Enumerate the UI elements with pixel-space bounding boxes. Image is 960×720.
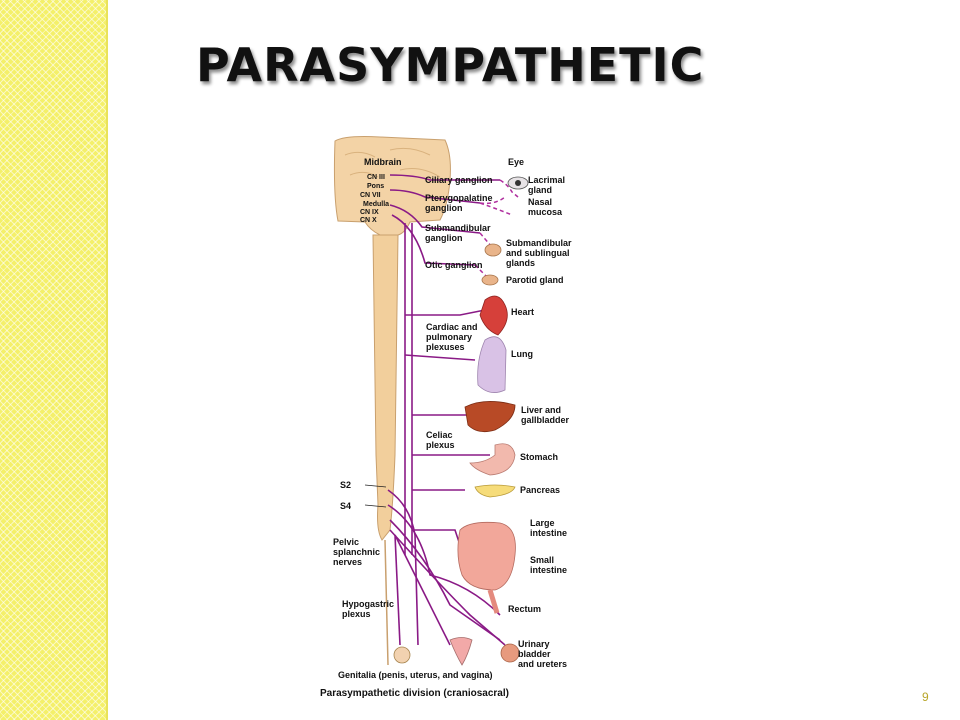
submandibular-gland-illustration bbox=[484, 243, 502, 257]
label-submandibular-ganglion: Submandibular bbox=[425, 223, 491, 233]
sacral-outflow bbox=[394, 534, 451, 646]
label-pterygopalatine-2: ganglion bbox=[425, 203, 463, 213]
sacral-outflow bbox=[387, 504, 501, 616]
label-cn9: CN IX bbox=[360, 209, 379, 216]
lung-illustration bbox=[477, 336, 507, 393]
side-decoration-band bbox=[0, 0, 106, 720]
label-cn10: CN X bbox=[360, 217, 377, 224]
label-pelvic-3: nerves bbox=[333, 557, 362, 567]
rectum-illustration bbox=[487, 589, 500, 614]
label-lung: Lung bbox=[511, 349, 533, 359]
label-hypogastric-2: plexus bbox=[342, 609, 371, 619]
label-celiac: Celiac bbox=[426, 430, 453, 440]
label-s4: S4 bbox=[340, 501, 351, 511]
sacral-outflow bbox=[387, 489, 419, 646]
uterus-illustration bbox=[449, 637, 473, 666]
label-lacrimal: Lacrimal bbox=[528, 175, 565, 185]
label-nasal-2: mucosa bbox=[528, 207, 563, 217]
label-ciliary-ganglion: Ciliary ganglion bbox=[425, 175, 493, 185]
label-large-intestine-2: intestine bbox=[530, 528, 567, 538]
label-s2: S2 bbox=[340, 480, 351, 490]
cranial-nerve-path bbox=[389, 189, 481, 204]
label-parotid-gland: Parotid gland bbox=[506, 275, 564, 285]
label-submandibular-glands-3: glands bbox=[506, 258, 535, 268]
label-otic-ganglion: Otic ganglion bbox=[425, 260, 483, 270]
postganglionic-path bbox=[499, 179, 519, 198]
spinal-tail bbox=[384, 539, 389, 666]
urinary-bladder-illustration bbox=[500, 643, 520, 663]
label-pancreas: Pancreas bbox=[520, 485, 560, 495]
pupil-illustration bbox=[515, 180, 521, 186]
slide-title: PARASYMPATHETIC bbox=[196, 38, 705, 92]
male-genitalia-illustration bbox=[393, 646, 411, 664]
label-pelvic-2: splanchnic bbox=[333, 547, 380, 557]
cranial-nerve-path bbox=[389, 204, 481, 234]
label-pons: Pons bbox=[367, 183, 384, 190]
liver-illustration bbox=[464, 401, 516, 433]
label-large-intestine: Large bbox=[530, 518, 555, 528]
sacral-outflow bbox=[394, 534, 401, 646]
label-small-intestine: Small bbox=[530, 555, 554, 565]
label-celiac-2: plexus bbox=[426, 440, 455, 450]
pancreas-illustration bbox=[474, 484, 516, 498]
brain-illustration bbox=[333, 136, 451, 236]
label-medulla: Medulla bbox=[363, 201, 389, 208]
label-small-intestine-2: intestine bbox=[530, 565, 567, 575]
label-genitalia: Genitalia (penis, uterus, and vagina) bbox=[338, 670, 493, 680]
label-urinary-2: bladder bbox=[518, 649, 551, 659]
label-cn7: CN VII bbox=[360, 192, 381, 199]
cranial-nerve-path bbox=[391, 214, 476, 266]
sacral-outflow bbox=[389, 519, 501, 641]
label-midbrain: Midbrain bbox=[364, 157, 402, 167]
label-submandibular-glands: Submandibular bbox=[506, 238, 572, 248]
stomach-illustration bbox=[469, 443, 516, 476]
label-hypogastric: Hypogastric bbox=[342, 599, 394, 609]
heart-illustration bbox=[479, 295, 508, 336]
label-liver-2: gallbladder bbox=[521, 415, 570, 425]
postganglionic-path bbox=[479, 196, 513, 216]
label-lacrimal-2: gland bbox=[528, 185, 552, 195]
label-urinary-3: and ureters bbox=[518, 659, 567, 669]
label-cardiac-3: plexuses bbox=[426, 342, 465, 352]
brain-folds bbox=[344, 147, 441, 178]
sacral-outflow bbox=[389, 529, 506, 646]
label-pelvic: Pelvic bbox=[333, 537, 359, 547]
vagus-branch bbox=[404, 354, 476, 361]
leader-line bbox=[364, 484, 387, 488]
label-pterygopalatine: Pterygopalatine bbox=[425, 193, 493, 203]
label-heart: Heart bbox=[511, 307, 534, 317]
leader-line bbox=[364, 504, 387, 508]
label-submandibular-ganglion-2: ganglion bbox=[425, 233, 463, 243]
intestine-illustration bbox=[457, 521, 516, 591]
label-urinary: Urinary bbox=[518, 639, 550, 649]
vagus-branch bbox=[405, 309, 486, 316]
label-cn3: CN III bbox=[367, 174, 385, 181]
label-cardiac: Cardiac and bbox=[426, 322, 478, 332]
cranial-nerve-path bbox=[389, 174, 500, 181]
label-stomach: Stomach bbox=[520, 452, 558, 462]
label-liver: Liver and bbox=[521, 405, 561, 415]
parotid-gland-illustration bbox=[481, 274, 499, 286]
label-rectum: Rectum bbox=[508, 604, 541, 614]
parasympathetic-diagram: Midbrain CN III Pons CN VII Medulla CN I… bbox=[320, 136, 572, 699]
page-number: 9 bbox=[922, 690, 929, 704]
label-cardiac-2: pulmonary bbox=[426, 332, 472, 342]
diagram-caption: Parasympathetic division (craniosacral) bbox=[320, 688, 509, 699]
label-submandibular-glands-2: and sublingual bbox=[506, 248, 570, 258]
side-band-edge bbox=[106, 0, 108, 720]
label-nasal: Nasal bbox=[528, 197, 552, 207]
label-eye: Eye bbox=[508, 157, 524, 167]
